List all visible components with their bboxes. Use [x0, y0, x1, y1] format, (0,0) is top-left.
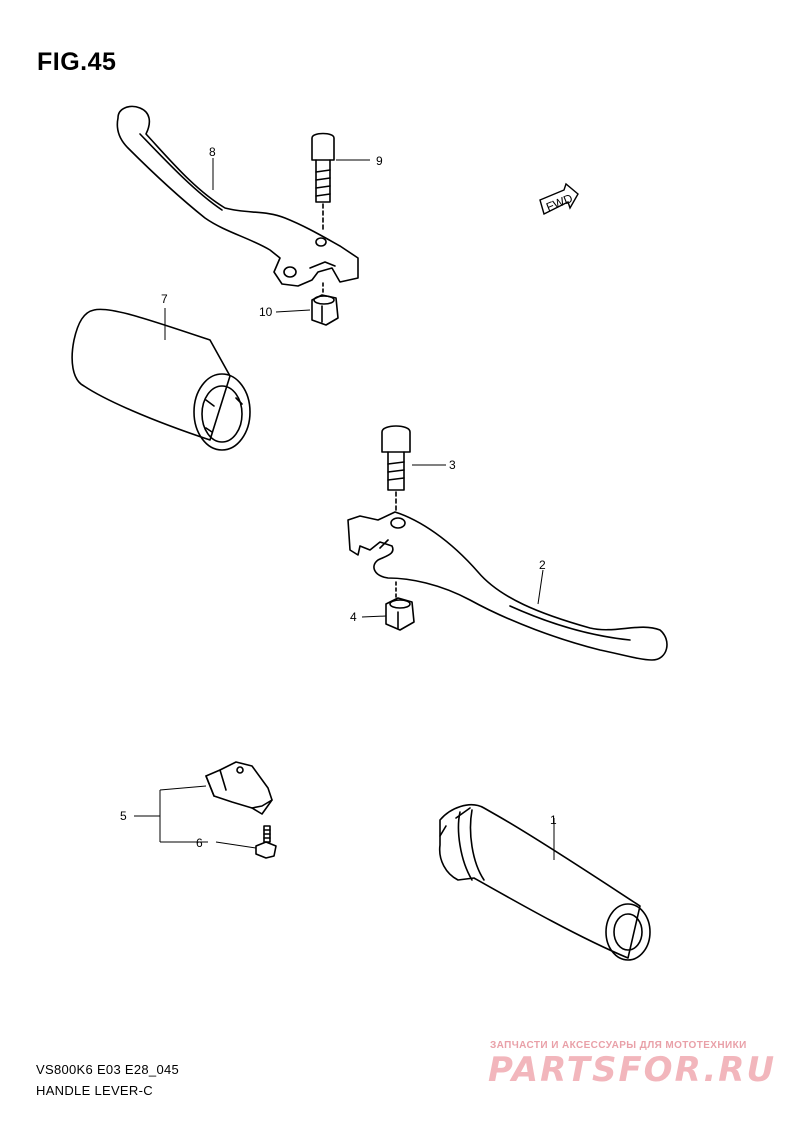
fwd-label: FWD [544, 191, 575, 214]
callout-1: 1 [550, 813, 557, 827]
watermark-tagline: ЗАПЧАСТИ И АКСЕССУАРЫ ДЛЯ МОТОТЕХНИКИ [490, 1040, 747, 1051]
callout-3: 3 [449, 458, 456, 472]
switch-screw[interactable] [255, 825, 277, 859]
callout-10: 10 [259, 305, 273, 319]
callout-7: 7 [161, 292, 168, 306]
callout-4: 4 [350, 610, 357, 624]
pivot-bolt-upper[interactable] [311, 132, 335, 231]
throttle-grip[interactable] [438, 804, 651, 961]
model-code: VS800K6 E03 E28_045 [36, 1062, 180, 1077]
pivot-bolt-lower[interactable] [381, 425, 411, 513]
clutch-lever[interactable] [116, 105, 359, 287]
watermark-brand: PARTSFOR.RU [488, 1050, 777, 1090]
callout-2: 2 [539, 558, 546, 572]
callout-9: 9 [376, 154, 383, 168]
brake-light-switch[interactable] [205, 761, 273, 815]
figure-name: HANDLE LEVER-C [36, 1083, 153, 1098]
leader-lines [134, 158, 555, 860]
callout-8: 8 [209, 145, 216, 159]
nut-lower[interactable] [385, 581, 415, 631]
callout-6: 6 [196, 836, 203, 850]
callout-5: 5 [120, 809, 127, 823]
nut-upper[interactable] [311, 282, 339, 326]
left-grip[interactable] [71, 308, 251, 451]
figure-title: FIG.45 [37, 48, 117, 76]
brake-lever[interactable] [347, 511, 668, 661]
forward-arrow-icon: FWD [539, 182, 579, 216]
